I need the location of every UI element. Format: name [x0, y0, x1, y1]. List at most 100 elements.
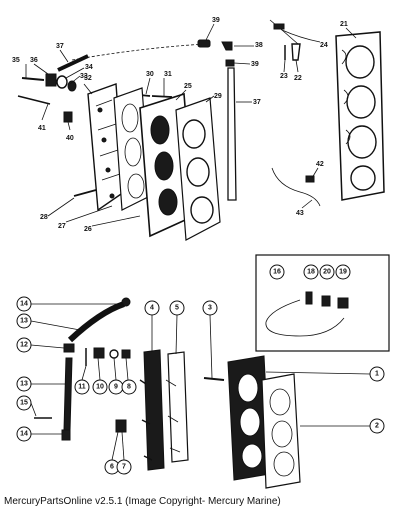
svg-text:16: 16: [273, 269, 281, 276]
label-23: 23: [280, 73, 288, 80]
callout-10: 10: [92, 379, 108, 395]
callout-9: 9: [108, 379, 124, 395]
label-39-mid: 39: [251, 61, 259, 68]
label-28: 28: [40, 214, 48, 221]
bolt-35: [21, 77, 45, 81]
label-22: 22: [294, 75, 302, 82]
svg-text:6: 6: [110, 464, 114, 471]
svg-text:13: 13: [20, 318, 28, 325]
svg-text:14: 14: [20, 301, 28, 308]
clip-42: [305, 175, 315, 183]
svg-text:13: 13: [20, 381, 28, 388]
image-caption: MercuryPartsOnline v2.5.1 (Image Copyrig…: [4, 496, 281, 507]
exhaust-cover-1: [227, 355, 271, 481]
svg-text:15: 15: [20, 400, 28, 407]
cap-8: [121, 349, 131, 359]
label-38: 38: [255, 42, 263, 49]
gasket-5: [165, 351, 189, 463]
callout-14-top: 14: [16, 296, 32, 312]
bolt-28: [73, 189, 97, 197]
callout-16: 16: [269, 264, 285, 280]
fitting-40: [63, 111, 73, 123]
harness-part-19: [337, 297, 349, 309]
dashed-hose-line: [71, 43, 206, 61]
svg-text:8: 8: [127, 384, 131, 391]
callout-12: 12: [16, 337, 32, 353]
callout-13-top: 13: [16, 313, 32, 329]
gasket-29: [175, 97, 221, 241]
harness-part-20: [321, 295, 331, 307]
callout-7: 7: [116, 459, 132, 475]
svg-text:3: 3: [208, 305, 212, 312]
callout-19: 19: [335, 264, 351, 280]
thermostat-housing: [45, 73, 77, 92]
harness-wire: [265, 299, 345, 337]
label-37-right: 37: [253, 99, 261, 106]
svg-text:2: 2: [375, 423, 379, 430]
harness-part-18: [305, 291, 313, 305]
callout-14-bottom: 14: [16, 426, 32, 442]
svg-text:5: 5: [175, 305, 179, 312]
label-35: 35: [12, 57, 20, 64]
svg-text:4: 4: [150, 305, 154, 312]
upper-labels: 39 38 37 24 21 35 36 34 33 32 30 31 39 2…: [12, 17, 348, 233]
cylinder-head-21: [335, 31, 385, 201]
label-37-top: 37: [56, 43, 64, 50]
gasket-2: [261, 373, 301, 489]
bolt-3: [203, 377, 225, 381]
lower-leader-lines: [30, 303, 371, 461]
callout-6: 6: [104, 459, 120, 475]
label-43: 43: [296, 210, 304, 217]
label-33: 33: [80, 73, 88, 80]
svg-text:18: 18: [307, 269, 315, 276]
callout-15: 15: [16, 395, 32, 411]
label-42: 42: [316, 161, 324, 168]
hose-37-vertical: [227, 67, 237, 201]
callout-1: 1: [369, 366, 385, 382]
screw-41: [17, 95, 51, 105]
label-27: 27: [58, 223, 66, 230]
svg-text:7: 7: [122, 464, 126, 471]
svg-text:11: 11: [78, 384, 86, 391]
label-36: 36: [30, 57, 38, 64]
label-40: 40: [66, 135, 74, 142]
callout-3: 3: [202, 300, 218, 316]
hose-37-upper: [57, 54, 89, 72]
label-25: 25: [184, 83, 192, 90]
callout-8: 8: [121, 379, 137, 395]
washer-9: [109, 349, 119, 359]
callout-18: 18: [303, 264, 319, 280]
callout-2: 2: [369, 418, 385, 434]
callout-13-bottom: 13: [16, 376, 32, 392]
fitting-14-top: [121, 297, 131, 307]
callout-20: 20: [319, 264, 335, 280]
callout-4: 4: [144, 300, 160, 316]
fitting-39-top: [197, 39, 211, 48]
label-26: 26: [84, 226, 92, 233]
label-41: 41: [38, 125, 46, 132]
elbow-38: [221, 41, 233, 51]
svg-text:14: 14: [20, 431, 28, 438]
svg-text:20: 20: [323, 269, 331, 276]
valve-10: [93, 347, 105, 359]
svg-text:1: 1: [375, 371, 379, 378]
label-34: 34: [85, 64, 93, 71]
svg-text:9: 9: [114, 384, 118, 391]
label-39-top: 39: [212, 17, 220, 24]
label-30: 30: [146, 71, 154, 78]
hose-13-upper: [67, 301, 126, 343]
hose-13-lower: [63, 357, 73, 431]
callout-5: 5: [169, 300, 185, 316]
svg-text:10: 10: [96, 384, 104, 391]
fitting-12: [63, 343, 75, 353]
cover-4: [139, 349, 165, 471]
harness-inset-box: [255, 254, 390, 352]
svg-text:12: 12: [20, 342, 28, 349]
upper-leader-lines: [25, 23, 357, 227]
circled-callouts: 16 18 20 19 14 4 5 3 13 12 11 10 9 8 1 1…: [16, 264, 385, 475]
label-31: 31: [164, 71, 172, 78]
clip-22: [291, 43, 301, 61]
label-29: 29: [214, 93, 222, 100]
fitting-14-bottom: [61, 429, 71, 441]
